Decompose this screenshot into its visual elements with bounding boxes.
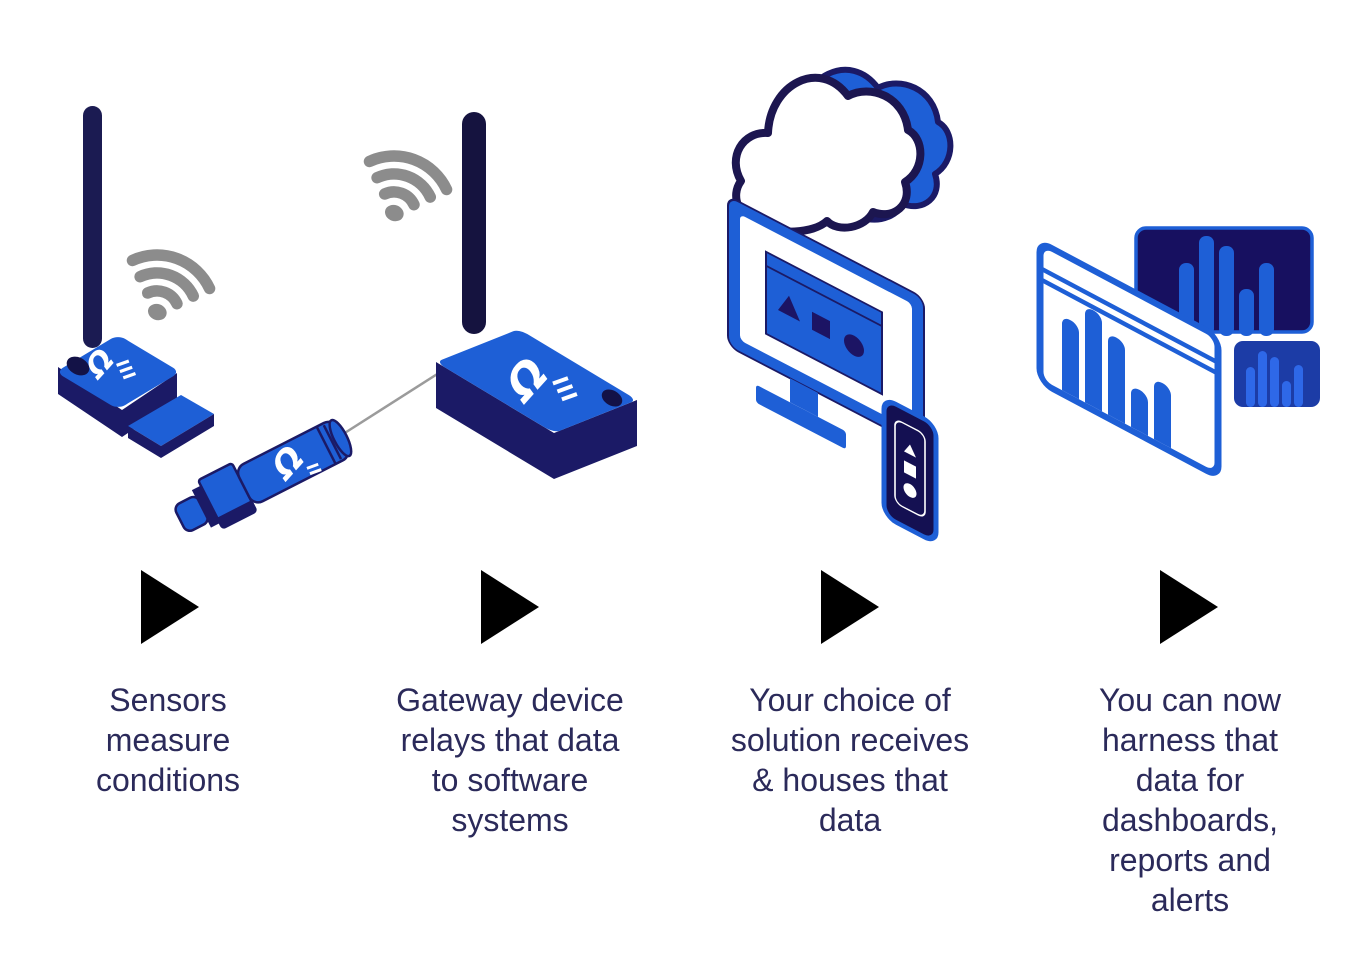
mount-hole xyxy=(601,389,623,407)
play-arrow-icon xyxy=(1160,570,1218,644)
wireless-sensor-icon: Ω Ω xyxy=(58,106,443,532)
mount-hole xyxy=(66,356,90,376)
flap-top xyxy=(128,395,214,446)
monitor-stand-neck xyxy=(790,378,818,417)
step-label-sensors: Sensors measure conditions xyxy=(95,682,241,798)
monitor-icon xyxy=(727,198,925,449)
square-shape xyxy=(904,460,916,479)
step-label-gateway: Gateway device relays that data to softw… xyxy=(396,682,624,838)
gateway-box-side xyxy=(436,362,637,479)
cloud-monitor-icon xyxy=(727,66,954,542)
play-arrow-icon xyxy=(481,570,539,644)
gateway-device-icon: Ω xyxy=(363,112,637,479)
antenna-icon xyxy=(83,106,102,348)
cloud-icon xyxy=(731,66,954,236)
monitor-stand-base xyxy=(756,385,846,449)
browser-window-chart xyxy=(1036,242,1222,476)
square-shape xyxy=(812,311,830,340)
step-label-dashboards: You can now harness that data for dashbo… xyxy=(1098,682,1282,918)
probe-sensor-icon xyxy=(174,418,353,532)
wifi-signal-icon xyxy=(363,150,453,222)
phone-icon xyxy=(881,399,939,542)
play-arrow-icon xyxy=(821,570,879,644)
gateway-box-top xyxy=(439,330,634,432)
antenna-icon xyxy=(462,112,486,334)
step-label-solution: Your choice of solution receives & house… xyxy=(730,682,970,838)
triangle-shape xyxy=(778,295,800,322)
flap-side xyxy=(128,414,214,458)
sensor-wire xyxy=(339,369,443,438)
chart-card-blue xyxy=(1234,341,1320,407)
wifi-signal-icon xyxy=(126,249,216,321)
dashboard-charts-icon xyxy=(1036,226,1320,476)
screen-app-panel xyxy=(765,250,883,396)
play-arrow-icon xyxy=(141,570,199,644)
chart-card-dark xyxy=(1134,226,1314,336)
triangle-shape xyxy=(904,444,916,458)
circle-shape xyxy=(903,483,917,498)
sensor-box-top xyxy=(59,337,177,407)
circle-shape xyxy=(844,334,864,357)
